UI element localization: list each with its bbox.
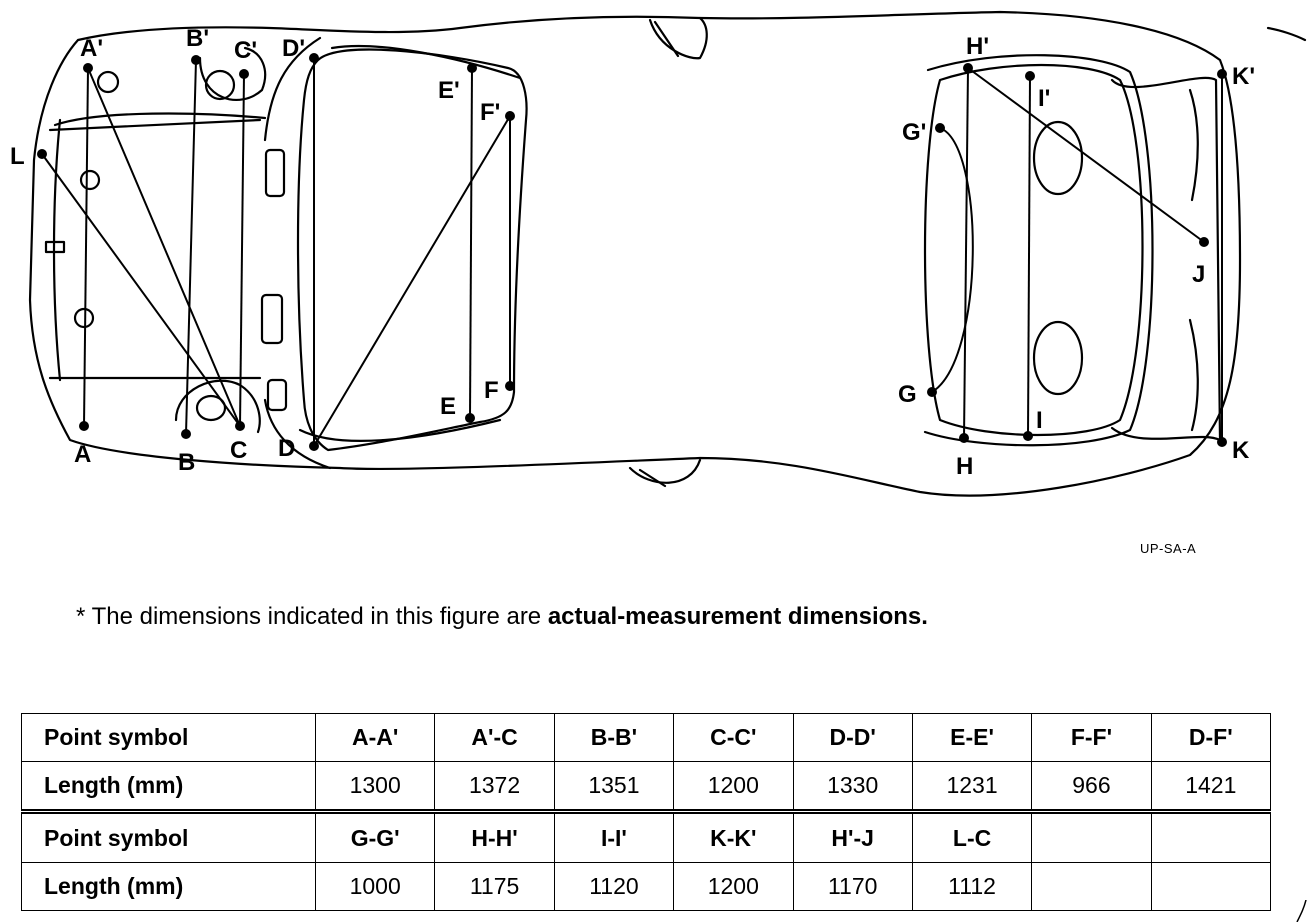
label-d-prime: D': [282, 35, 305, 62]
point-i-prime: [1025, 71, 1035, 81]
table-cell: 1330: [792, 761, 913, 813]
label-b-prime: B': [186, 25, 209, 52]
table-cell: [1031, 809, 1152, 863]
body-outline: [28, 10, 1242, 497]
scan-mark: [1296, 900, 1307, 922]
table-cell: 1351: [553, 761, 675, 813]
table-cell: 966: [1031, 761, 1152, 813]
figure-code: UP-SA-A: [1140, 541, 1197, 556]
row-header: Point symbol: [21, 712, 316, 763]
table-cell: F-F': [1031, 712, 1152, 763]
table-cell: I-I': [553, 809, 675, 863]
table-row: Point symbol A-A' A'-C B-B' C-C' D-D' E-…: [21, 712, 1272, 763]
label-b: B: [178, 449, 195, 476]
table-cell: H'-J: [792, 809, 913, 863]
dimension-note: * The dimensions indicated in this figur…: [76, 603, 928, 631]
table-cell: A'-C: [434, 712, 555, 763]
label-f-prime: F': [480, 99, 500, 126]
table-cell: D-D': [792, 712, 913, 763]
point-c-prime: [239, 69, 249, 79]
point-e: [465, 413, 475, 423]
table-cell: 1175: [434, 861, 555, 912]
table-cell: H-H': [434, 809, 555, 863]
dimension-table: Point symbol A-A' A'-C B-B' C-C' D-D' E-…: [21, 712, 1272, 912]
table-cell: G-G': [314, 809, 436, 863]
point-a-prime: [83, 63, 93, 73]
table-cell: [1150, 861, 1272, 912]
table-cell: 1300: [314, 761, 436, 813]
table-cell: E-E': [911, 712, 1033, 763]
label-c: C: [230, 437, 247, 464]
point-k: [1217, 437, 1227, 447]
point-b: [181, 429, 191, 439]
label-g: G: [898, 381, 917, 408]
point-d: [309, 441, 319, 451]
row-header: Length (mm): [21, 861, 316, 912]
table-cell: [1031, 861, 1152, 912]
table-row: Point symbol G-G' H-H' I-I' K-K' H'-J L-…: [21, 809, 1272, 863]
table-cell: D-F': [1150, 712, 1272, 763]
table-cell: 1200: [673, 761, 794, 813]
point-a: [79, 421, 89, 431]
table-cell: 1200: [673, 861, 794, 912]
label-h: H: [956, 453, 973, 480]
point-c: [235, 421, 245, 431]
label-j: J: [1192, 261, 1205, 288]
point-e-prime: [467, 63, 477, 73]
point-h: [959, 433, 969, 443]
table-cell: 1231: [911, 761, 1033, 813]
table-cell: B-B': [553, 712, 675, 763]
point-f-prime: [505, 111, 515, 121]
label-a: A: [74, 441, 91, 468]
row-header: Length (mm): [21, 761, 316, 813]
point-j: [1199, 237, 1209, 247]
note-prefix: * The dimensions indicated in this figur…: [76, 603, 548, 630]
table-cell: 1372: [434, 761, 555, 813]
label-e-prime: E': [438, 77, 460, 104]
table-row: Length (mm) 1300 1372 1351 1200 1330 123…: [21, 761, 1272, 813]
point-k-prime: [1217, 69, 1227, 79]
table-cell: L-C: [911, 809, 1033, 863]
label-c-prime: C': [234, 37, 257, 64]
point-d-prime: [309, 53, 319, 63]
label-i: I: [1036, 407, 1043, 434]
label-l: L: [10, 143, 25, 170]
table-cell: 1170: [792, 861, 913, 912]
label-a-prime: A': [80, 35, 103, 62]
row-header: Point symbol: [21, 809, 316, 863]
label-i-prime: I': [1038, 85, 1050, 112]
table-cell: A-A': [314, 712, 436, 763]
table-cell: 1112: [911, 861, 1033, 912]
point-i: [1023, 431, 1033, 441]
label-g-prime: G': [902, 119, 926, 146]
table-cell: [1150, 809, 1272, 863]
table-cell: K-K': [673, 809, 794, 863]
table-cell: 1000: [314, 861, 436, 912]
label-e: E: [440, 393, 456, 420]
vehicle-body-diagram: A' B' C' D' E' F' L A B C D E F H' I' G'…: [10, 10, 1307, 497]
point-b-prime: [191, 55, 201, 65]
point-f: [505, 381, 515, 391]
table-cell: C-C': [673, 712, 794, 763]
table-cell: 1120: [553, 861, 675, 912]
table-cell: 1421: [1150, 761, 1272, 813]
point-g: [927, 387, 937, 397]
label-d: D: [278, 435, 295, 462]
point-l: [37, 149, 47, 159]
note-emphasis: actual-measurement dimensions.: [547, 603, 928, 630]
label-k: K: [1232, 437, 1250, 464]
point-g-prime: [935, 123, 945, 133]
label-k-prime: K': [1232, 63, 1255, 90]
label-f: F: [484, 377, 499, 404]
label-h-prime: H': [966, 33, 989, 60]
point-h-prime: [963, 63, 973, 73]
table-row: Length (mm) 1000 1175 1120 1200 1170 111…: [21, 861, 1272, 912]
